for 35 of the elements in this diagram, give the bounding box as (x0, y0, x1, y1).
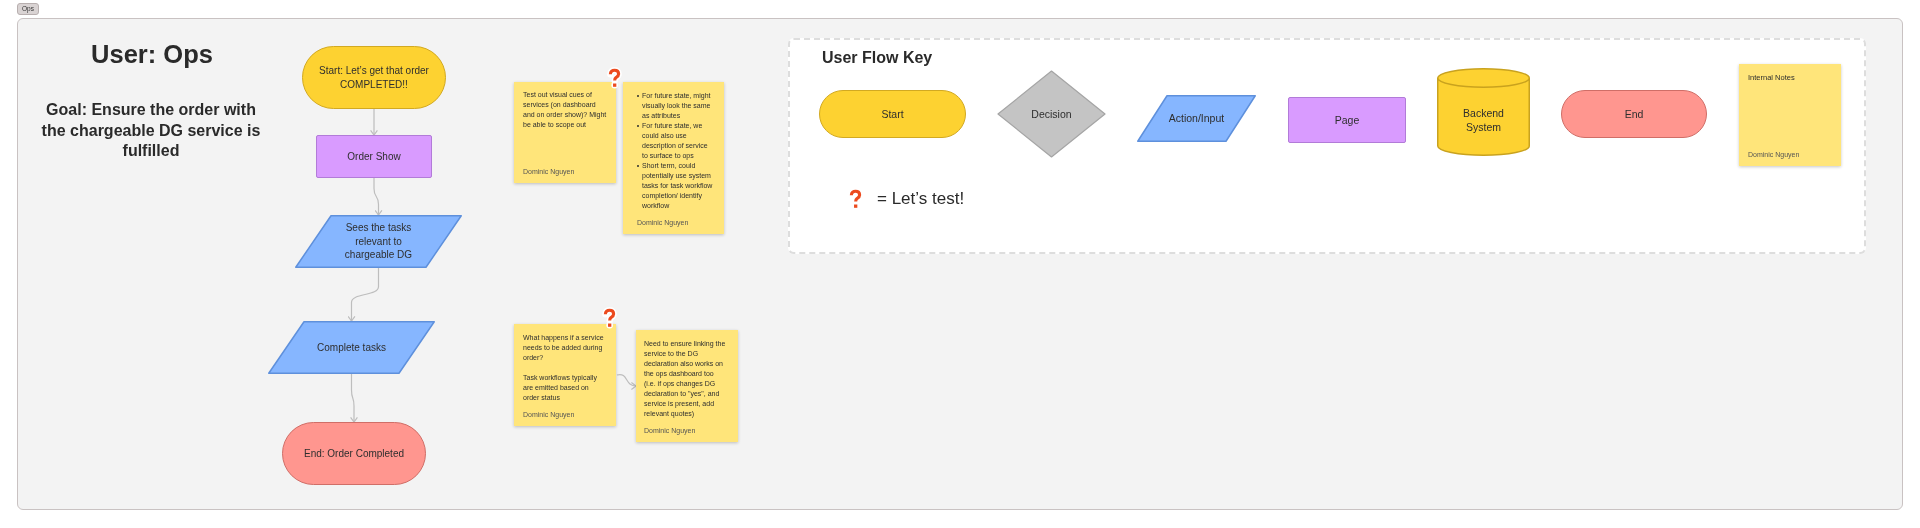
page-title: User: Ops (90, 39, 214, 69)
sticky-note (514, 324, 616, 426)
action-parallelogram (295, 215, 462, 268)
node-label: Decision (1031, 106, 1072, 122)
key-panel (788, 38, 1866, 254)
connector-arrow (370, 108, 378, 136)
end-terminal (1561, 90, 1707, 138)
action-parallelogram (1137, 95, 1256, 142)
node-label: End (1624, 106, 1644, 122)
sticky-note (623, 82, 724, 234)
legend-text: = Let’s test! (877, 189, 965, 209)
connector-arrow (347, 267, 380, 322)
database-cylinder (1437, 68, 1530, 156)
node-label: Action/Input (1168, 111, 1225, 126)
start-terminal (819, 90, 966, 138)
connector-arrow (373, 177, 383, 216)
node-label: Start: Let’s get that order COMPLETED!! (318, 64, 430, 91)
action-parallelogram (268, 321, 435, 374)
node-label: End: Order Completed (303, 446, 405, 461)
connector-arrow (350, 373, 358, 423)
connector-arrow (616, 374, 637, 390)
node-label: Sees the tasks relevant to chargeable DG (343, 221, 414, 262)
node-label: Page (1334, 112, 1360, 128)
node-label: Backend System (1462, 105, 1505, 135)
node-label: Start (881, 106, 904, 122)
page-rectangle (1288, 97, 1406, 143)
sticky-note (1739, 64, 1841, 166)
goal-text: Goal: Ensure the order with the chargeable DG service is fulfilled (40, 100, 262, 161)
panel-heading: User Flow Key (822, 49, 933, 67)
node-label: Order Show (347, 149, 401, 164)
node-label: Complete tasks (317, 340, 386, 355)
sticky-note (636, 330, 738, 442)
sticky-note (514, 82, 616, 183)
page-rectangle (316, 135, 432, 178)
decision-diamond (997, 70, 1106, 158)
